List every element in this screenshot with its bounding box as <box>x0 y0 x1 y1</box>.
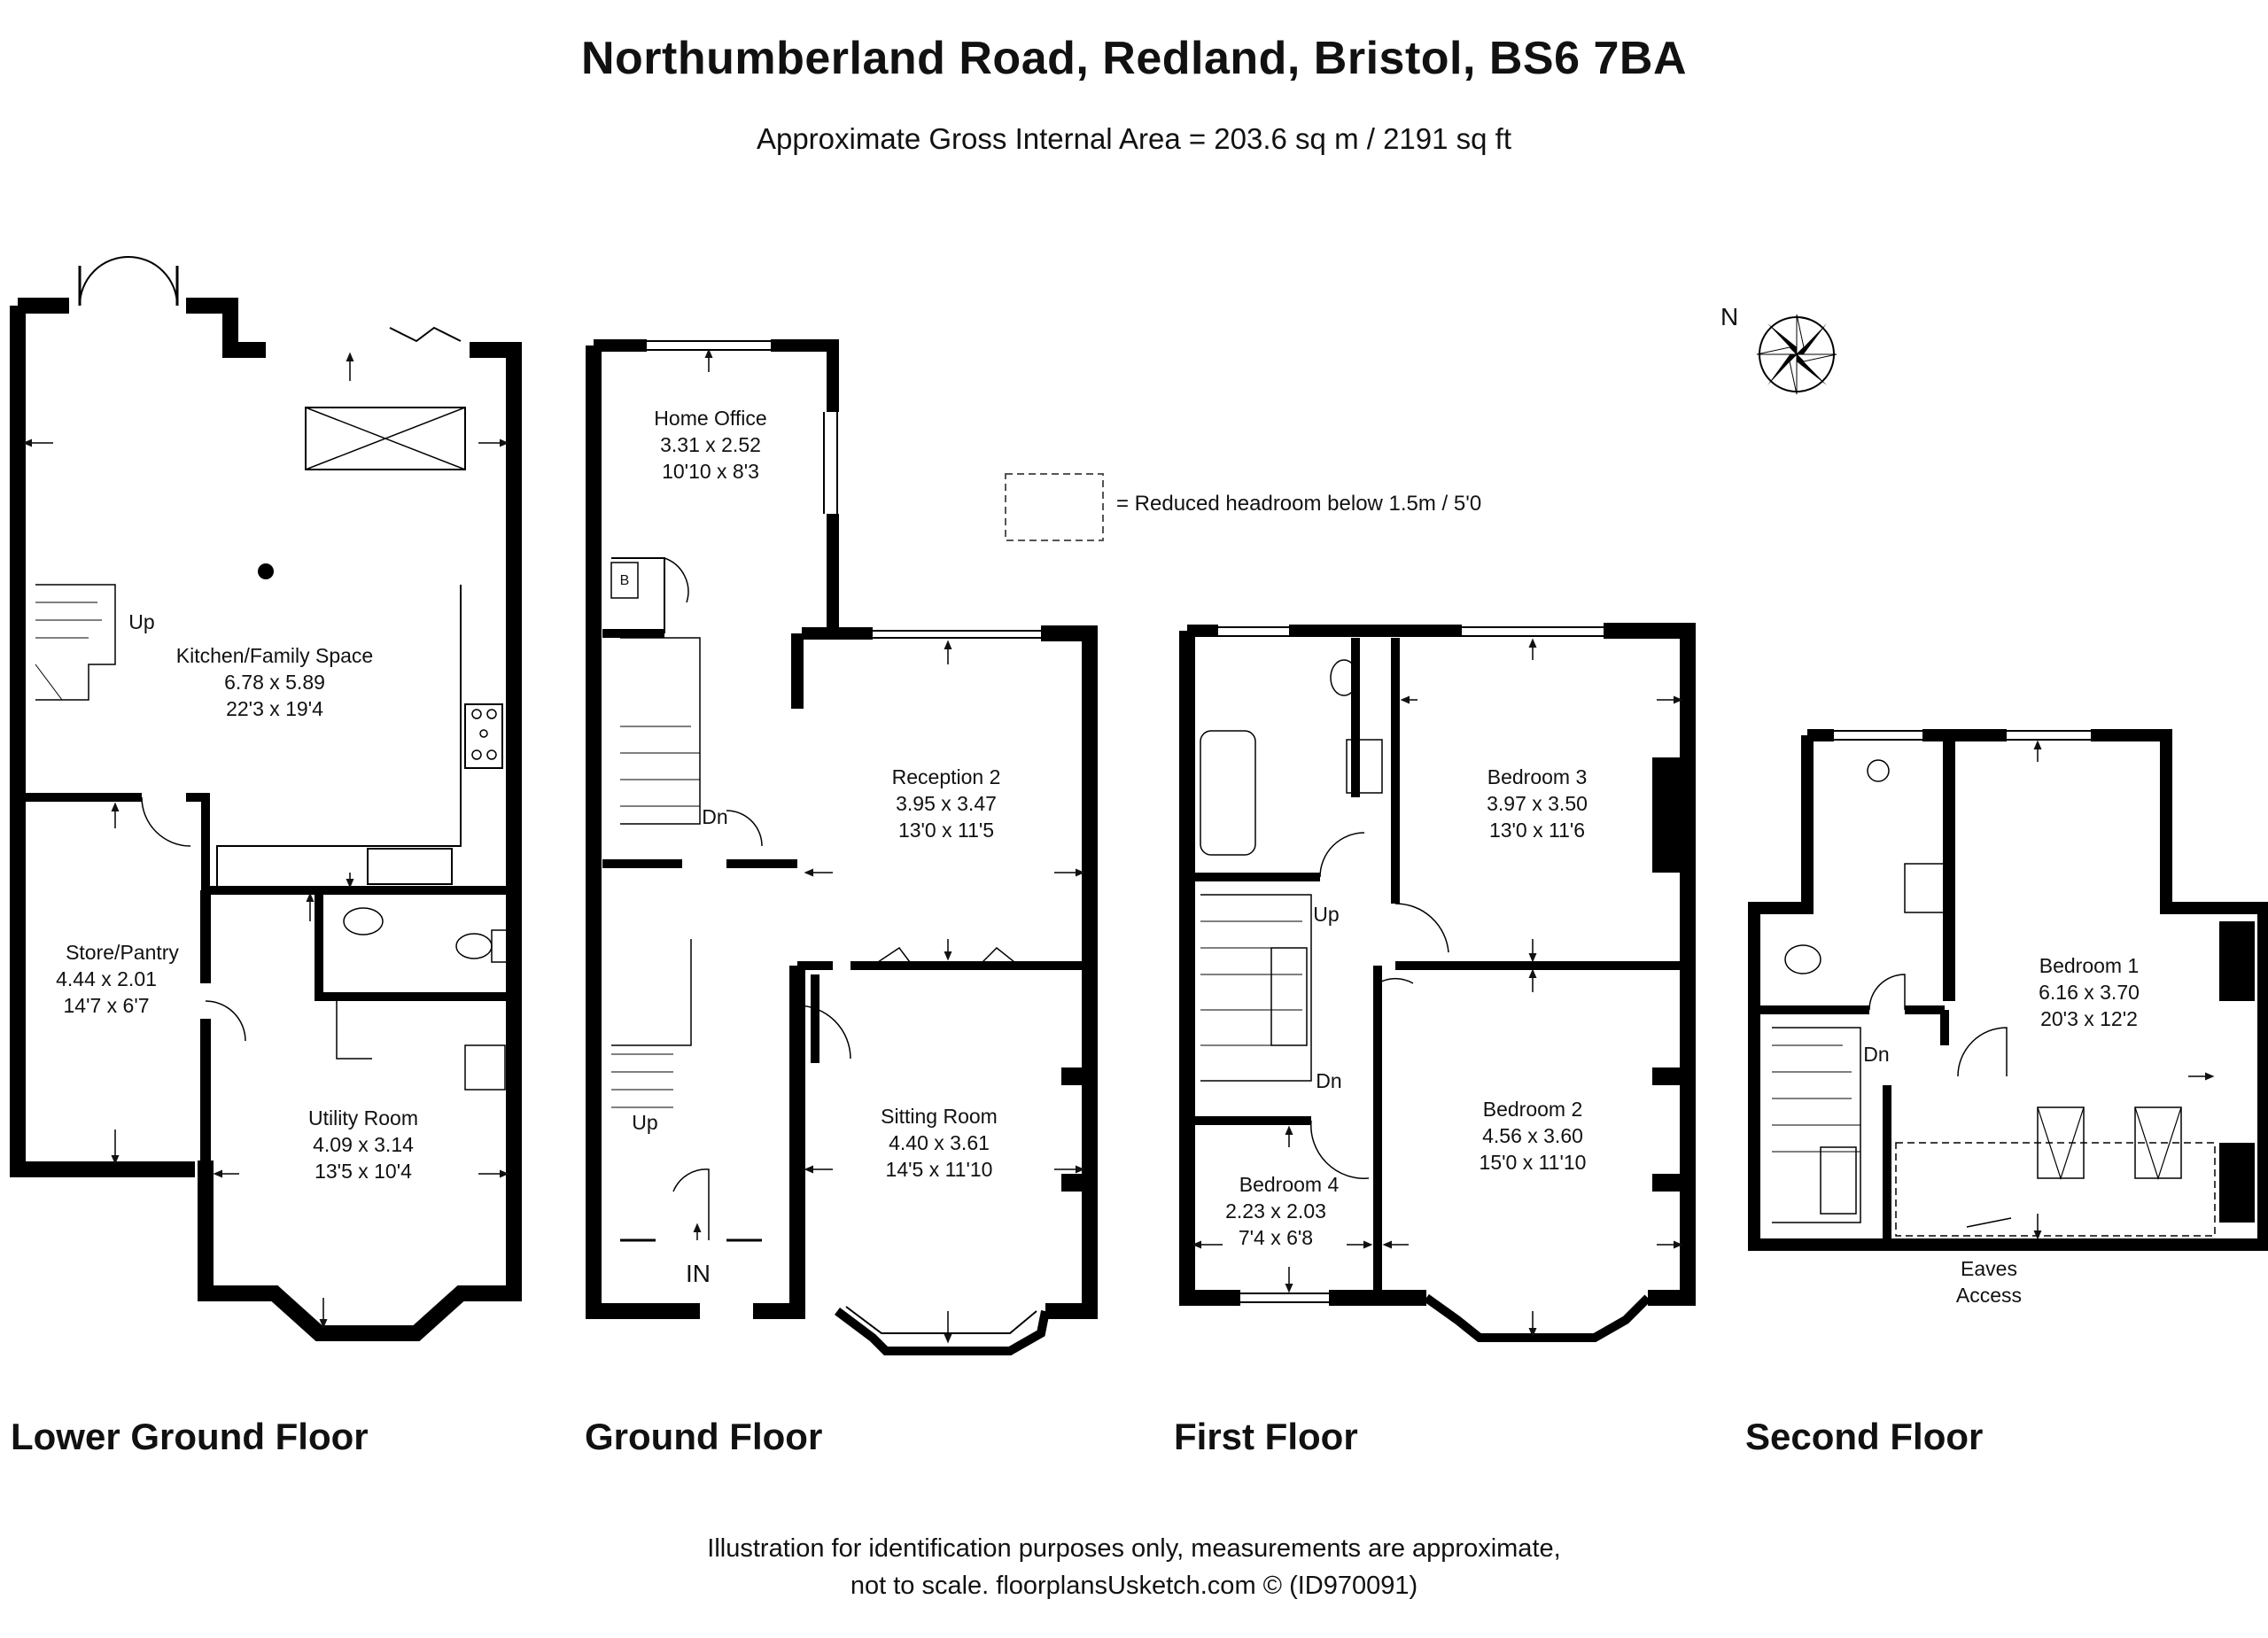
second-floor-plan <box>1748 729 2268 1251</box>
second-floor-label: Second Floor <box>1745 1416 1984 1457</box>
disclaimer-line-1: Illustration for identification purposes… <box>707 1534 1561 1563</box>
disclaimer-footer: Illustration for identification purposes… <box>0 1530 2268 1604</box>
ground-stair-up: Up <box>632 1111 657 1134</box>
store-imperial: 14'7 x 6'7 <box>63 994 149 1017</box>
entrance-label: IN <box>686 1260 711 1287</box>
bed4-name: Bedroom 4 <box>1239 1173 1340 1196</box>
bed1-metric: 6.16 x 3.70 <box>2039 981 2140 1004</box>
office-metric: 3.31 x 2.52 <box>660 433 761 456</box>
lower-ground-stair-label: Up <box>128 610 154 633</box>
sitting-metric: 4.40 x 3.61 <box>889 1131 990 1154</box>
bed3-metric: 3.97 x 3.50 <box>1487 792 1588 815</box>
sitting-name: Sitting Room <box>881 1105 998 1128</box>
headroom-legend-swatch <box>1005 473 1104 541</box>
eaves-label-line2: Access <box>1956 1284 2022 1307</box>
lower-ground-floor-label: Lower Ground Floor <box>11 1416 369 1457</box>
kitchen-name: Kitchen/Family Space <box>176 644 373 667</box>
ground-stair-dn: Dn <box>702 805 727 828</box>
ground-floor-label: Ground Floor <box>585 1416 823 1457</box>
bed1-imperial: 20'3 x 12'2 <box>2040 1007 2138 1030</box>
store-metric: 4.44 x 2.01 <box>56 967 157 990</box>
utility-metric: 4.09 x 3.14 <box>313 1133 414 1156</box>
utility-imperial: 13'5 x 10'4 <box>315 1160 412 1183</box>
eaves-label-line1: Eaves <box>1961 1257 2017 1280</box>
page-subtitle: Approximate Gross Internal Area = 203.6 … <box>756 122 1512 155</box>
bed3-imperial: 13'0 x 11'6 <box>1489 819 1585 842</box>
bed2-imperial: 15'0 x 11'10 <box>1480 1151 1587 1174</box>
utility-name: Utility Room <box>308 1106 418 1130</box>
store-name: Store/Pantry <box>66 941 179 964</box>
office-imperial: 10'10 x 8'3 <box>662 460 759 483</box>
sitting-imperial: 14'5 x 11'10 <box>886 1158 993 1181</box>
kitchen-metric: 6.78 x 5.89 <box>224 671 325 694</box>
compass-north-label: N <box>1720 303 1738 330</box>
reception2-imperial: 13'0 x 11'5 <box>898 819 994 842</box>
disclaimer-line-2: not to scale. floorplansUsketch.com © (I… <box>850 1572 1418 1600</box>
bed3-name: Bedroom 3 <box>1487 765 1588 788</box>
lower-ground-floor-plan <box>10 256 522 1341</box>
first-floor-plan <box>1179 623 1696 1342</box>
compass-icon <box>1756 314 1837 395</box>
first-floor-label: First Floor <box>1174 1416 1358 1457</box>
office-name: Home Office <box>654 407 766 430</box>
kitchen-imperial: 22'3 x 19'4 <box>226 697 323 720</box>
reception2-metric: 3.95 x 3.47 <box>896 792 997 815</box>
reception2-name: Reception 2 <box>892 765 1001 788</box>
bed2-metric: 4.56 x 3.60 <box>1482 1124 1583 1147</box>
bed1-name: Bedroom 1 <box>2039 954 2140 977</box>
headroom-legend-text: = Reduced headroom below 1.5m / 5'0 <box>1116 492 1482 516</box>
page-title: Northumberland Road, Redland, Bristol, B… <box>580 33 1688 84</box>
bed4-metric: 2.23 x 2.03 <box>1225 1199 1326 1223</box>
first-stair-up: Up <box>1313 903 1339 926</box>
bed2-name: Bedroom 2 <box>1483 1098 1583 1121</box>
second-stair-dn: Dn <box>1863 1043 1889 1066</box>
ground-floor-plan <box>586 339 1098 1355</box>
first-stair-dn: Dn <box>1316 1069 1341 1092</box>
boiler-label: B <box>620 573 630 588</box>
room-labels: Kitchen/Family Space 6.78 x 5.89 22'3 x … <box>56 407 2140 1307</box>
bed4-imperial: 7'4 x 6'8 <box>1239 1226 1313 1249</box>
